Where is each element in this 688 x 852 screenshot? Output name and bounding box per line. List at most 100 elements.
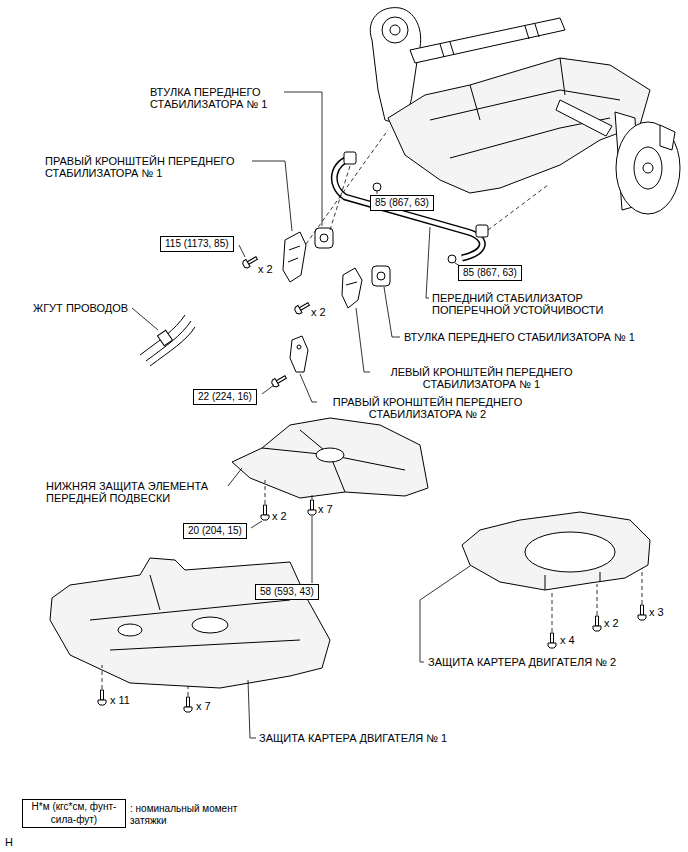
part-name: ЗАЩИТА КАРТЕРА ДВИГАТЕЛЯ № 1: [259, 732, 447, 744]
part-name: ПРАВЫЙ КРОНШТЕЙН ПЕРЕДНЕГО СТАБИЛИЗАТОРА…: [320, 396, 535, 420]
assembly-line: [597, 584, 598, 615]
node-text: 58 (593, 43): [260, 585, 314, 598]
engine-under-cover-2: [545, 572, 600, 590]
suspension-subframe: [388, 58, 650, 193]
assembly-line: [306, 130, 388, 244]
part-name: НИЖНЯЯ ЗАЩИТА ЭЛЕМЕНТА ПЕРЕДНЕЙ ПОДВЕСКИ: [46, 480, 241, 504]
stabilizer-bar: [476, 225, 488, 237]
torque-box: 58 (593, 43): [255, 584, 319, 600]
leader-line: [262, 385, 274, 394]
suspension-subframe: [616, 122, 680, 214]
stabilizer-bar: [334, 158, 482, 258]
stabilizer-brackets: [346, 282, 357, 285]
assembly-line: [312, 493, 313, 499]
engine-under-cover-1: [192, 617, 228, 633]
bolt-symbol: [98, 690, 106, 705]
leader-line: [384, 287, 400, 337]
leader-line: [420, 566, 470, 662]
part-name: ПРАВЫЙ КРОНШТЕЙН ПЕРЕДНЕГО СТАБИЛИЗАТОРА…: [45, 155, 260, 179]
leader-line: [228, 468, 242, 486]
bolt-symbol: [261, 505, 269, 520]
leader-line: [248, 680, 256, 738]
leader-line: [377, 191, 378, 194]
node-text: 85 (867, 63): [375, 196, 429, 209]
suspension-lower-shield: [232, 418, 428, 498]
leader-line: [356, 308, 370, 372]
node-text: 85 (867, 63): [463, 266, 517, 279]
stabilizer-brackets: [283, 232, 306, 282]
part-name: ВТУЛКА ПЕРЕДНЕГО СТАБИЛИЗАТОРА № 1: [150, 86, 285, 110]
suspension-subframe: [410, 18, 565, 63]
torque-box: 22 (224, 16): [193, 389, 257, 405]
bolt-symbol: [308, 500, 316, 515]
wire-harness: [150, 327, 195, 366]
node-text: 20 (204, 15): [188, 524, 242, 537]
leader-line: [251, 521, 262, 528]
quantity-label: x 2: [272, 510, 287, 522]
assembly-line: [102, 665, 103, 689]
stabilizer-bar: [373, 183, 381, 191]
figure-code: H: [5, 836, 13, 848]
bolt-symbol: [638, 605, 646, 620]
stabilizer-bar: [448, 255, 456, 263]
node-text: 22 (224, 16): [198, 390, 252, 403]
assembly-line: [642, 568, 643, 604]
torque-box: 20 (204, 15): [183, 523, 247, 539]
part-name: ВТУЛКА ПЕРЕДНЕГО СТАБИЛИЗАТОРА № 1: [404, 331, 635, 343]
stabilizer-bar: [334, 152, 488, 263]
suspension-subframe: [440, 24, 539, 57]
stabilizer-brackets: [315, 228, 333, 248]
bolt-symbol: [593, 616, 601, 631]
suspension-subframe: [660, 125, 675, 150]
suspension-lower-shield: [316, 448, 344, 462]
legend-text: : номинальный момент затяжки: [130, 803, 240, 827]
torque-box: 85 (867, 63): [458, 265, 522, 281]
quantity-label: x 7: [318, 503, 333, 515]
bolt-symbol: [184, 697, 192, 712]
suspension-subframe: [556, 100, 612, 136]
legend-sample-box: Н*м (кгс*см, фунт-сила-фут): [22, 799, 126, 828]
stabilizer-brackets: [297, 345, 301, 349]
bolt-symbol: [242, 255, 259, 269]
quantity-label: x 3: [649, 606, 664, 618]
quantity-label: x 2: [258, 263, 273, 275]
suspension-subframe: [390, 25, 400, 35]
quantity-label: x 11: [110, 694, 130, 706]
stabilizer-brackets: [372, 266, 390, 286]
engine-under-cover-1: [50, 558, 330, 688]
quantity-label: x 2: [604, 617, 619, 629]
stabilizer-brackets: [377, 272, 385, 280]
engine-under-cover-2: [462, 512, 650, 590]
part-name: ПЕРЕДНИЙ СТАБИЛИЗАТОР ПОПЕРЕЧНОЙ УСТОЙЧИ…: [432, 292, 664, 316]
torque-box: 115 (1173, 85): [160, 236, 234, 252]
leader-line: [239, 245, 245, 257]
suspension-subframe: [370, 8, 680, 214]
assembly-line: [488, 185, 548, 230]
stabilizer-brackets: [320, 234, 328, 242]
engine-under-cover-1: [118, 624, 142, 636]
leader-line: [312, 516, 313, 583]
part-name: ЖГУТ ПРОВОДОВ: [33, 302, 128, 314]
suspension-subframe: [430, 58, 620, 158]
quantity-label: x 4: [560, 634, 575, 646]
leader-line: [252, 161, 292, 231]
suspension-lower-shield: [262, 430, 405, 492]
engine-under-cover-2: [525, 532, 615, 572]
suspension-subframe: [634, 147, 662, 189]
wire-harness: [140, 315, 195, 366]
stabilizer-bar: [334, 158, 482, 258]
quantity-label: x 7: [196, 700, 211, 712]
suspension-subframe: [643, 163, 653, 173]
engine-under-cover-1: [50, 558, 330, 688]
assembly-line: [102, 130, 642, 696]
stabilizer-brackets: [290, 336, 308, 372]
torque-box: 85 (867, 63): [370, 195, 434, 211]
node-text: Н*м (кгс*см, фунт-сила-фут): [27, 800, 121, 826]
leader-line: [426, 227, 430, 298]
part-name: ЛЕВЫЙ КРОНШТЕЙН ПЕРЕДНЕГО СТАБИЛИЗАТОРА …: [374, 366, 589, 390]
assembly-line: [188, 686, 189, 696]
suspension-subframe: [382, 17, 408, 43]
leader-line: [300, 374, 317, 402]
bolt-symbol: [548, 633, 556, 648]
